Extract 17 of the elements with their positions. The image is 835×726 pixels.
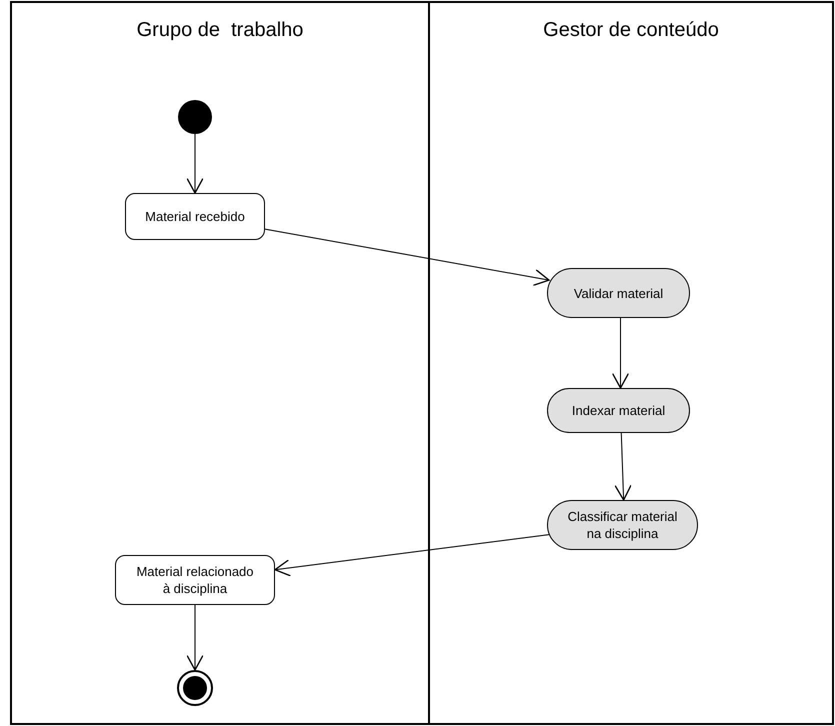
- lane-title: Grupo de trabalho: [136, 19, 304, 42]
- action-box: Material relacionado à disciplina: [115, 555, 275, 605]
- action-box: Classificar material na disciplina: [547, 500, 698, 550]
- arrow: [264, 228, 550, 286]
- swimlane: [430, 1, 834, 725]
- arrow: [186, 604, 204, 671]
- final-node: [177, 670, 213, 706]
- arrow: [612, 318, 630, 389]
- lane-title: Gestor de conteúdo: [542, 19, 720, 42]
- swimlane: [10, 1, 430, 725]
- action-box: Validar material: [547, 268, 690, 318]
- arrow: [274, 534, 550, 576]
- action-box: Indexar material: [547, 388, 690, 433]
- arrow: [614, 432, 632, 501]
- arrow: [186, 134, 204, 194]
- initial-node: [178, 100, 212, 134]
- action-box: Material recebido: [125, 193, 265, 240]
